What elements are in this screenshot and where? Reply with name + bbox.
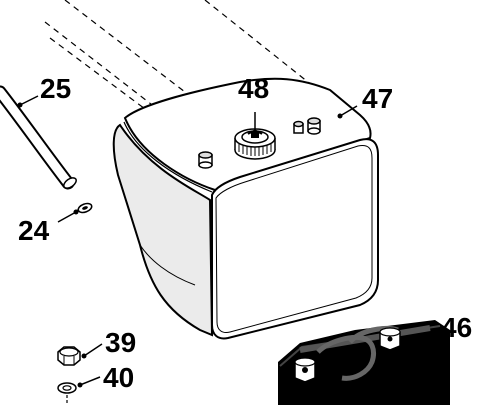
callout-46: 46 [441,312,472,343]
callout-24: 24 [18,215,50,246]
fuel-cap [234,128,276,160]
callout-39: 39 [105,327,136,358]
fuel-hose [0,85,77,190]
vent-nipple-left [198,151,213,169]
callout-47: 47 [362,83,393,114]
washer-40 [57,382,77,405]
fuel-tank [112,77,379,340]
callout-25: 25 [40,73,71,104]
vent-nipples-right [293,117,321,135]
callout-48: 48 [238,73,269,104]
leader-lines [19,95,439,386]
leader-dots [17,102,413,388]
battery-terminal-left [294,357,316,383]
battery-46 [278,320,450,405]
nut-39 [57,346,81,366]
callout-40: 40 [103,362,134,393]
battery-terminal-right [379,327,401,351]
